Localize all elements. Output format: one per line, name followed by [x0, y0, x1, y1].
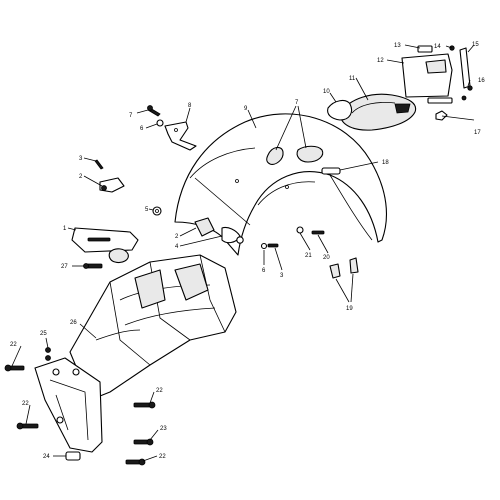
callout-18: 18 [382, 160, 389, 166]
mounting-bracket [147, 105, 197, 151]
callout-7-reflector: 7 [295, 100, 299, 106]
callout-17: 17 [474, 130, 481, 136]
cable-clamp [94, 159, 125, 193]
callout-2-nut: 2 [175, 234, 179, 240]
callout-6-washer: 6 [140, 126, 144, 132]
side-bracket [71, 227, 139, 269]
callout-22-mid-right: 22 [156, 388, 163, 394]
callout-12: 12 [377, 58, 384, 64]
bolts [4, 364, 156, 466]
callout-24: 24 [43, 454, 50, 460]
callout-22-bottom: 22 [159, 454, 166, 460]
rear-fender [174, 113, 387, 256]
callout-labels: 13 14 15 12 16 17 11 10 9 7 8 7 6 18 3 2… [10, 42, 485, 460]
callout-2-clamp: 2 [79, 174, 83, 180]
fender-fasteners [152, 206, 359, 279]
callout-11: 11 [349, 76, 356, 82]
license-plate-bracket [401, 45, 473, 121]
callout-27: 27 [61, 264, 68, 270]
callout-22-top-left: 22 [10, 342, 17, 348]
callout-22-mid-left: 22 [22, 401, 29, 407]
callout-8: 8 [188, 103, 192, 109]
callout-23: 23 [160, 426, 167, 432]
callout-14: 14 [434, 44, 441, 50]
callout-13: 13 [394, 43, 401, 49]
callout-5: 5 [145, 207, 149, 213]
callout-6-washer-lower: 6 [262, 268, 266, 274]
callout-16: 16 [478, 78, 485, 84]
callout-9: 9 [244, 106, 248, 112]
callout-19: 19 [346, 306, 353, 312]
lower-mount-bracket [34, 347, 103, 453]
callout-26: 26 [70, 320, 77, 326]
callout-20: 20 [323, 255, 330, 261]
callout-10: 10 [323, 89, 330, 95]
callout-7-bolt: 7 [129, 113, 133, 119]
callout-21: 21 [305, 253, 312, 259]
callout-25: 25 [40, 331, 47, 337]
callout-3-screw: 3 [79, 156, 83, 162]
seat-base-frame [69, 254, 237, 401]
leader-lines [11, 44, 475, 462]
taillight-housing [327, 93, 417, 131]
callout-15: 15 [472, 42, 479, 48]
callout-3-screw-lower: 3 [280, 273, 284, 279]
callout-4: 4 [175, 244, 179, 250]
callout-1: 1 [63, 226, 67, 232]
